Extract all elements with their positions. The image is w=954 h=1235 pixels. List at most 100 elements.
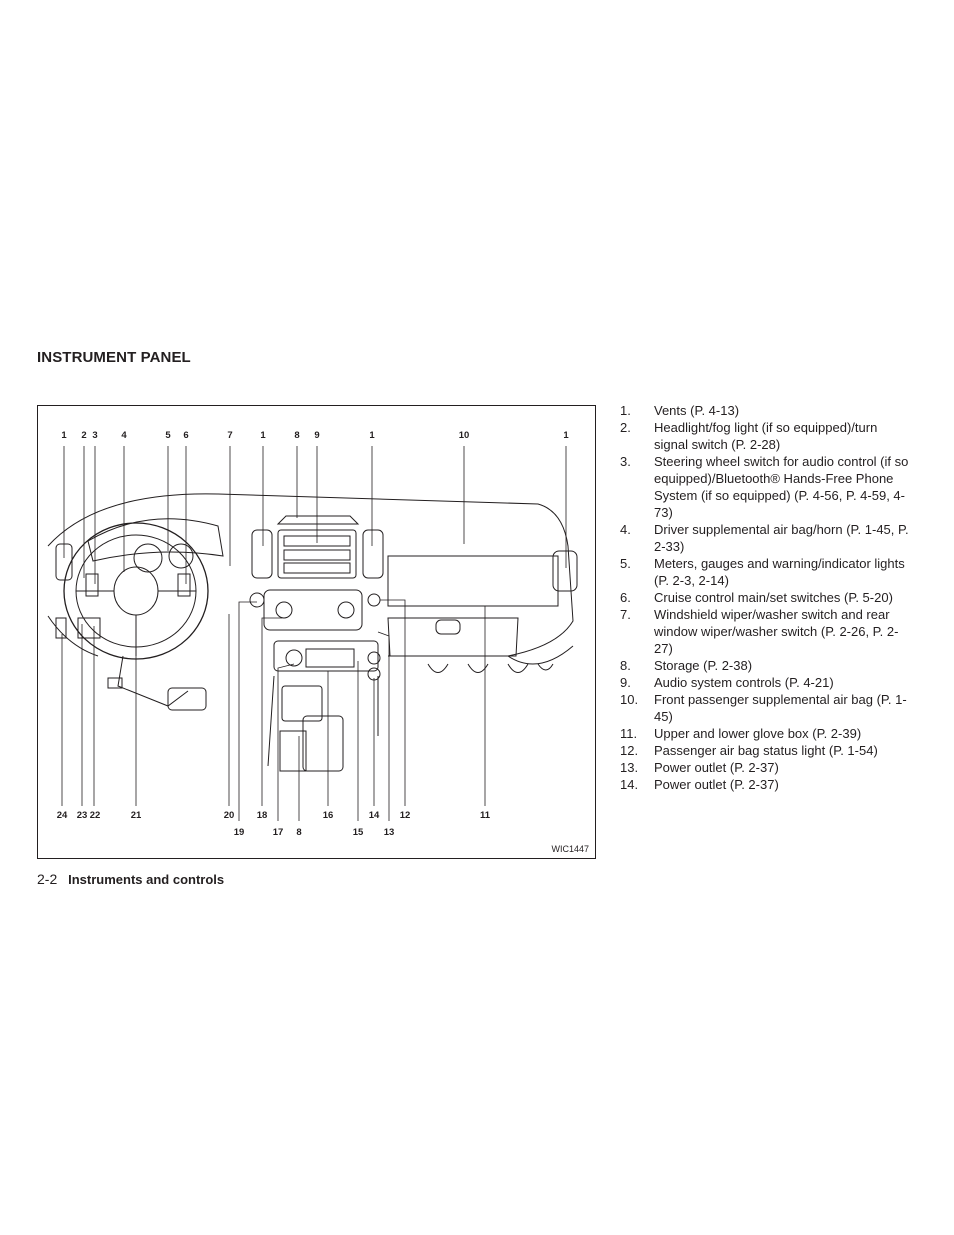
callout-top-11: 1 [369, 430, 375, 441]
meter-left [133, 543, 163, 573]
callout-bottom-17: 17 [272, 827, 284, 838]
legend-text: Power outlet (P. 2-37) [654, 760, 779, 775]
callout-bottom-8: 8 [296, 827, 302, 838]
legend-item: 2.Headlight/fog light (if so equipped)/t… [620, 419, 910, 453]
legend-item: 6. Cruise control main/set switches (P. 5… [620, 589, 910, 606]
steering-column [117, 655, 189, 707]
legend-number: 3. [620, 454, 631, 469]
chapter-title: Instruments and controls [68, 872, 225, 887]
legend-item: 5. Meters, gauges and warning/indicator l… [620, 555, 910, 589]
legend-number: 13. [620, 760, 639, 775]
callout-top-13: 1 [563, 430, 569, 441]
page-number: 2-2 [37, 871, 58, 887]
center-vent-right [362, 529, 384, 579]
center-console [267, 675, 379, 767]
callout-top-8: 1 [260, 430, 266, 441]
callout-bottom-12: 12 [399, 810, 411, 821]
hood-release [107, 677, 123, 689]
legend-item: 1.Vents (P. 4-13) [620, 402, 910, 419]
shifter-base [302, 715, 344, 772]
legend-text: Steering wheel switch for audio control … [654, 454, 909, 520]
legend-text: Headlight/fog light (if so equipped)/tur… [654, 420, 878, 452]
climate-knob-right [337, 601, 355, 619]
legend-number: 8. [620, 658, 631, 673]
callout-top-9: 8 [294, 430, 300, 441]
legend-item: 13. Power outlet (P. 2-37) [620, 759, 910, 776]
steering-hub [113, 566, 159, 616]
callout-bottom-18: 18 [256, 810, 268, 821]
legend-text: Vents (P. 4-13) [654, 403, 740, 418]
callout-bottom-21: 21 [130, 810, 142, 821]
legend-item: 11. Upper and lower glove box (P. 2-39) [620, 725, 910, 742]
audio-lower [283, 562, 351, 574]
glove-latch [435, 619, 461, 635]
legend-text: Audio system controls (P. 4-21) [654, 675, 834, 690]
callout-top-4: 4 [121, 430, 127, 441]
legend-item: 8. Storage (P. 2-38) [620, 657, 910, 674]
lower-switch-panel [77, 617, 101, 639]
legend-number: 7. [620, 607, 631, 622]
audio-buttons [283, 549, 351, 561]
glove-box-upper [387, 555, 559, 607]
page-footer: 2-2 Instruments and controls [37, 871, 224, 887]
console-bin [279, 730, 307, 772]
lower-console-panel [273, 640, 379, 672]
legend-number: 5. [620, 556, 631, 571]
vent-right [552, 550, 578, 592]
legend-text: Meters, gauges and warning/indicator lig… [654, 556, 905, 588]
legend-number: 12. [620, 743, 639, 758]
legend-text: Cruise control main/set switches (P. 5-2… [654, 590, 893, 605]
storage-tray [276, 515, 360, 525]
callout-bottom-24: 24 [56, 810, 68, 821]
legend-number: 11. [620, 726, 638, 741]
callout-bottom-15: 15 [352, 827, 364, 838]
callout-bottom-11: 11 [479, 810, 491, 821]
legend-text: Upper and lower glove box (P. 2-39) [654, 726, 862, 741]
callout-top-10: 9 [314, 430, 320, 441]
dashboard-illustration [47, 446, 578, 821]
callout-top-6: 6 [183, 430, 189, 441]
console-knob [285, 649, 303, 667]
center-vent-left [251, 529, 273, 579]
callout-bottom-14: 14 [368, 810, 380, 821]
console-storage [281, 685, 323, 722]
instrument-panel-figure: 1 2 3 4 5 6 7 1 8 9 1 10 1 24 23 22 21 2… [37, 405, 596, 859]
legend-text: Front passenger supplemental air bag (P.… [654, 692, 907, 724]
legend-number: 9. [620, 675, 631, 690]
legend-item: 10. Front passenger supplemental air bag … [620, 691, 910, 725]
legend-item: 14.Power outlet (P. 2-37) [620, 776, 910, 793]
legend-text: Storage (P. 2-38) [654, 658, 753, 673]
meter-right [168, 543, 194, 569]
dash-trim [427, 663, 554, 673]
legend-text: Power outlet (P. 2-37) [654, 777, 779, 792]
callout-top-7: 7 [227, 430, 233, 441]
legend-item: 7. Windshield wiper/washer switch and rea… [620, 606, 910, 657]
power-outlet-14 [367, 651, 381, 665]
bottom-leader-lines [61, 599, 486, 821]
legend-number: 4. [620, 522, 631, 537]
legend-text: Passenger air bag status light (P. 1-54) [654, 743, 878, 758]
callout-bottom-16: 16 [322, 810, 334, 821]
callout-top-5: 5 [165, 430, 171, 441]
legend-list: 1.Vents (P. 4-13) 2.Headlight/fog light … [620, 402, 910, 793]
hazard-button [249, 592, 265, 608]
callout-bottom-13: 13 [383, 827, 395, 838]
dashboard-lower-edge [47, 615, 574, 665]
legend-item: 4.Driver supplemental air bag/horn (P. 1… [620, 521, 910, 555]
figure-code: WIC1447 [551, 844, 589, 854]
callout-bottom-23: 23 [76, 810, 88, 821]
wheel-switches-left [85, 573, 99, 597]
callout-bottom-19: 19 [233, 827, 245, 838]
pedal [167, 687, 207, 711]
callout-bottom-20: 20 [223, 810, 235, 821]
top-leader-lines [63, 446, 567, 584]
glove-box-lower [387, 617, 519, 657]
legend-number: 6. [620, 590, 631, 605]
callout-top-12: 10 [458, 430, 470, 441]
dashboard-outline [47, 493, 574, 657]
legend-item: 9. Audio system controls (P. 4-21) [620, 674, 910, 691]
airbag-status-light [367, 593, 381, 607]
callout-top-3: 3 [92, 430, 98, 441]
legend-text: Windshield wiper/washer switch and rear … [654, 607, 899, 656]
legend-number: 10. [620, 692, 639, 707]
